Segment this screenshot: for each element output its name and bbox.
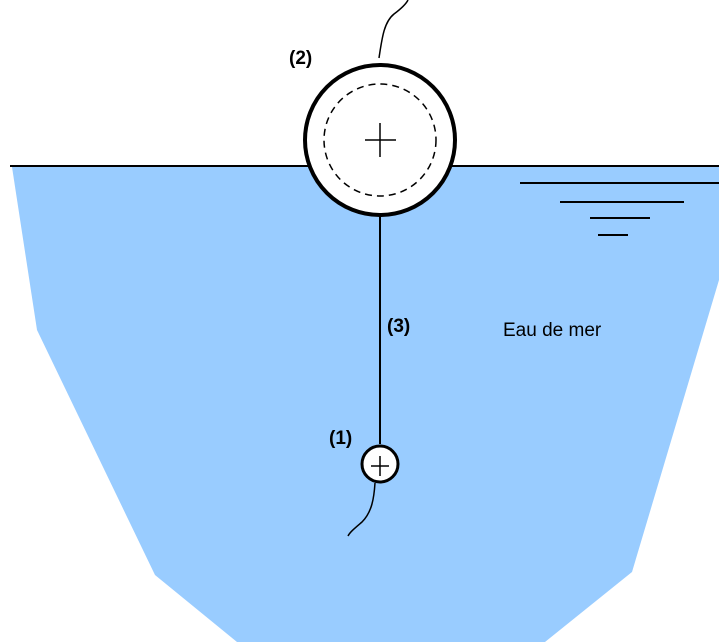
float-inner-dashed-circle xyxy=(323,83,437,197)
label-sea-water: Eau de mer xyxy=(503,320,602,341)
float-cable xyxy=(378,0,409,59)
water-level-symbol xyxy=(520,182,719,236)
weight xyxy=(360,444,400,484)
label-float: (2) xyxy=(289,48,312,69)
label-weight: (1) xyxy=(329,428,352,449)
float xyxy=(303,63,457,217)
weight-cable xyxy=(347,482,376,537)
sea-water-area xyxy=(12,167,719,642)
label-rope: (3) xyxy=(387,316,410,337)
